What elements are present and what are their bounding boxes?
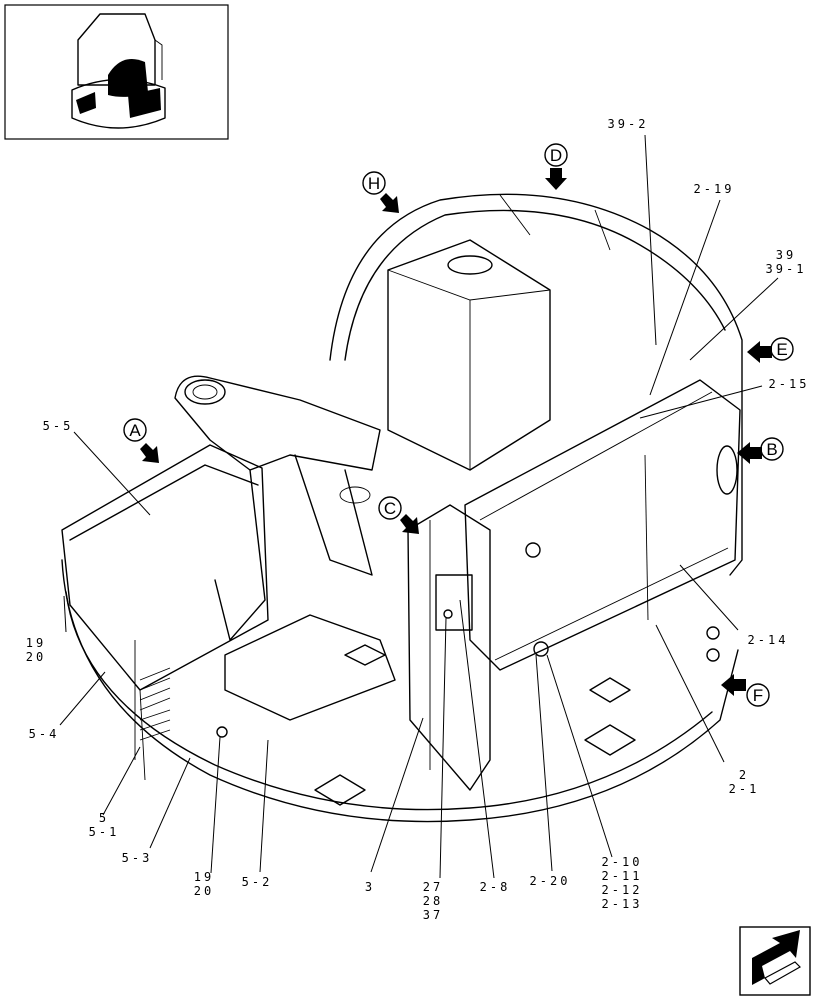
part-label: 2-8 (480, 880, 511, 894)
view-arrow-icon (380, 193, 399, 213)
part-number: 39-1 (766, 262, 807, 276)
view-marker-letter: D (550, 146, 562, 165)
part-number: 39 (776, 248, 796, 262)
part-number: 3 (365, 880, 375, 894)
part-label: 55-1 (89, 811, 120, 839)
part-number: 2 (739, 768, 749, 782)
leader-lines (59, 134, 779, 879)
view-marker-circle (123, 418, 147, 442)
view-marker-letter: F (753, 686, 763, 705)
machine-overview-icon (71, 13, 166, 129)
next-page-arrow-icon[interactable] (739, 926, 811, 996)
part-label: 5-3 (122, 851, 153, 865)
part-number: 19 (26, 636, 46, 650)
view-marker-circle (378, 496, 402, 520)
part-number: 5-2 (242, 875, 273, 889)
part-number: 2-12 (602, 883, 643, 897)
view-arrow-icon (721, 674, 746, 696)
part-number: 2-20 (530, 874, 571, 888)
view-marker-f: F (721, 674, 770, 707)
part-number: 20 (26, 650, 46, 664)
part-label: 2-19 (694, 182, 735, 196)
part-number: 28 (423, 894, 443, 908)
view-arrow-icon (140, 443, 159, 463)
view-arrow-icon (737, 442, 762, 464)
view-marker-letter: E (776, 340, 787, 359)
part-number: 39-2 (608, 117, 649, 131)
view-marker-h: H (362, 171, 399, 213)
part-number: 2-10 (602, 855, 643, 869)
part-label: 2-20 (530, 874, 571, 888)
view-marker-letter: C (384, 499, 396, 518)
machine-drawing (61, 193, 743, 823)
part-label: 2-14 (748, 633, 789, 647)
part-label: 5-4 (29, 727, 60, 741)
view-marker-c: C (378, 496, 419, 534)
part-number: 2-1 (729, 782, 760, 796)
part-number: 2-19 (694, 182, 735, 196)
view-marker-letter: A (129, 421, 141, 440)
view-marker-letter: B (766, 440, 777, 459)
part-number: 20 (194, 884, 214, 898)
part-number: 5-1 (89, 825, 120, 839)
view-marker-circle (746, 683, 770, 707)
view-marker-a: A (123, 418, 159, 463)
part-number: 2-14 (748, 633, 789, 647)
part-label: 5-5 (43, 419, 74, 433)
view-arrow-icon (400, 514, 419, 534)
part-label: 2-15 (769, 377, 810, 391)
view-arrow-icon (747, 341, 772, 363)
part-label: 2-102-112-122-13 (602, 855, 643, 911)
part-number: 2-11 (602, 869, 643, 883)
part-number: 5-4 (29, 727, 60, 741)
thumbnail-panel[interactable] (4, 4, 229, 140)
part-number: 2-8 (480, 880, 511, 894)
view-marker-b: B (737, 437, 784, 464)
part-number: 5-3 (122, 851, 153, 865)
view-marker-d: D (544, 143, 568, 190)
part-number: 2-15 (769, 377, 810, 391)
part-number: 2-13 (602, 897, 643, 911)
view-marker-e: E (747, 337, 794, 363)
view-markers: A B C D E F H (123, 143, 794, 707)
part-label: 39-2 (608, 117, 649, 131)
view-arrow-icon (545, 168, 567, 190)
part-labels: 39-22-193939-12-155-52-1419205-422-155-1… (26, 117, 810, 922)
view-marker-letter: H (368, 174, 380, 193)
part-number: 5-5 (43, 419, 74, 433)
part-number: 5 (99, 811, 109, 825)
view-marker-circle (362, 171, 386, 195)
view-marker-circle (544, 143, 568, 167)
part-number: 19 (194, 870, 214, 884)
part-label: 3 (365, 880, 375, 894)
part-number: 27 (423, 880, 443, 894)
part-label: 5-2 (242, 875, 273, 889)
part-number: 37 (423, 908, 443, 922)
part-label: 22-1 (729, 768, 760, 796)
